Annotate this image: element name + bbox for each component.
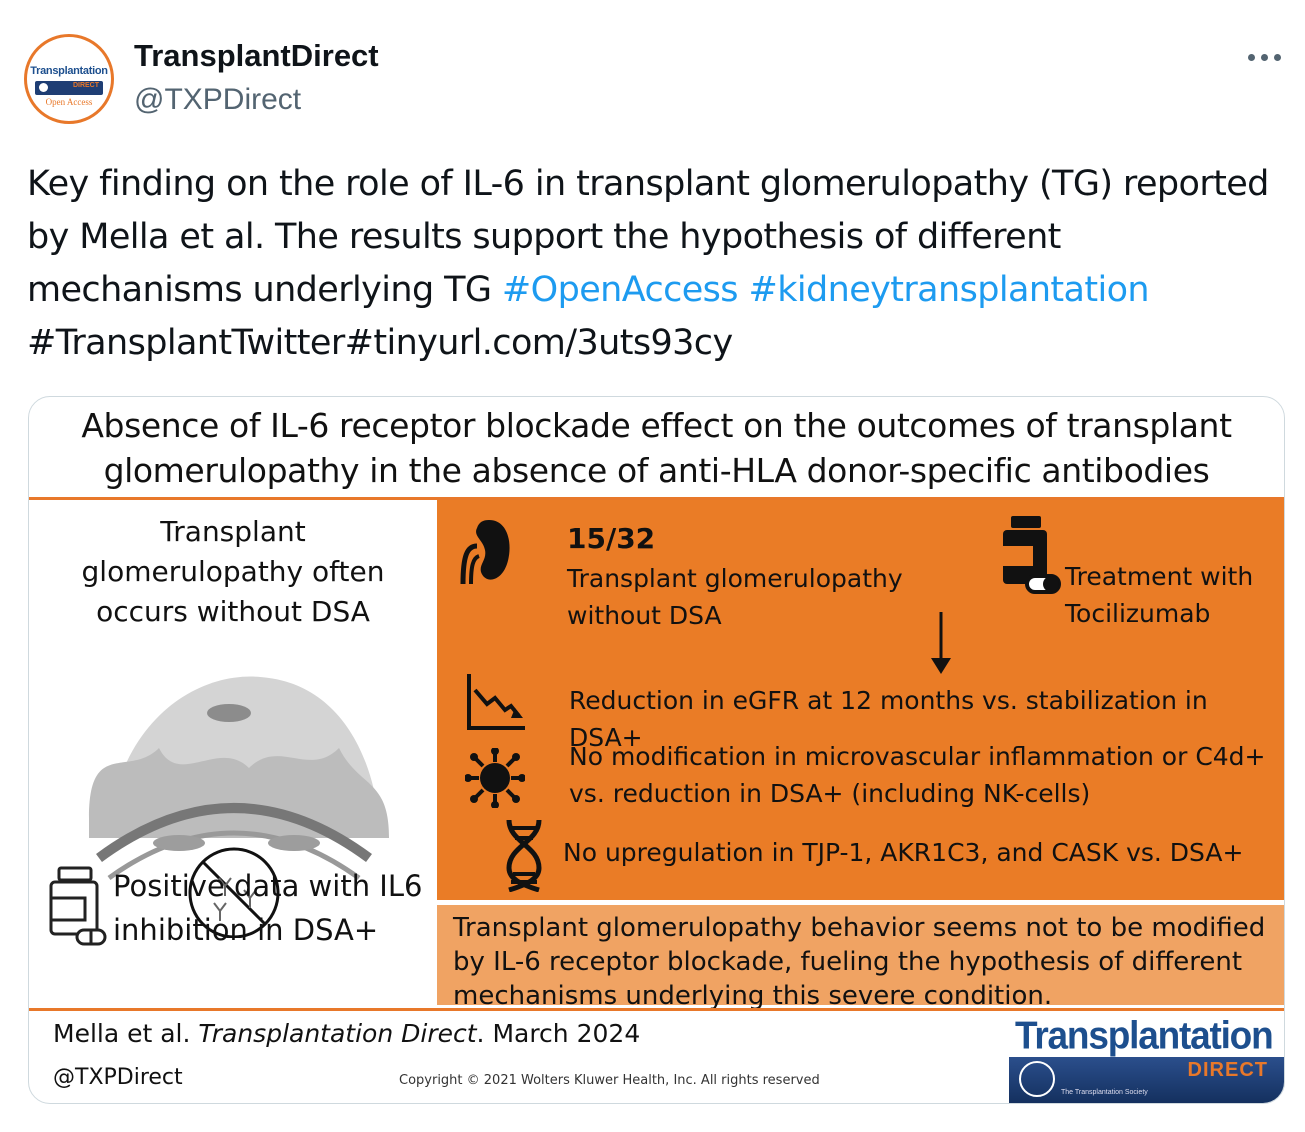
user-handle[interactable]: @TXPDirect [134,83,302,116]
findings-panel: 15/32 Transplant glomerulopathy without … [437,500,1284,900]
finding-inflammation: No modification in microvascular inflamm… [569,738,1266,812]
copyright-text: Copyright © 2021 Wolters Kluwer Health, … [399,1073,820,1088]
citation-handle: @TXPDirect [53,1065,183,1090]
journal-logo-wordmark: Transplantation [1015,1013,1274,1057]
tweet-media-image[interactable]: Absence of IL-6 receptor blockade effect… [28,396,1285,1104]
arrow-down-icon [931,612,951,674]
glomerulus-illustration-icon [89,676,389,938]
treatment-label: Treatment with Tocilizumab [1065,558,1253,632]
stat-label-line: without DSA [567,601,722,630]
citation-date: . March 2024 [476,1019,641,1048]
medicine-bottle-icon [1003,516,1061,594]
stat-label: Transplant glomerulopathy without DSA [567,560,903,634]
left-panel-note-line: Positive data with IL6 [113,869,423,903]
more-horizontal-icon [1261,54,1268,61]
tweet-text-line: by Mella et al. The results support the … [27,217,1061,257]
conclusion-text: Transplant glomerulopathy behavior seems… [453,911,1273,1013]
stat-value: 15/32 [567,522,656,555]
left-panel-title-line: Transplant [160,515,306,548]
finding-genes: No upregulation in TJP-1, AKR1C3, and CA… [563,838,1244,867]
avatar-seal-icon [39,83,48,92]
avatar-band-text: DIRECT [72,82,99,89]
divider [29,497,1284,500]
avatar[interactable]: Transplantation DIRECT Open Access [24,34,114,124]
left-panel-title-line: occurs without DSA [96,595,370,628]
conclusion-line: mechanisms underlying this severe condit… [453,981,1053,1011]
conclusion-panel: Transplant glomerulopathy behavior seems… [437,905,1284,1011]
more-horizontal-icon [1248,54,1255,61]
finding-inflammation-line: vs. reduction in DSA+ (including NK-cell… [569,779,1091,808]
tweet-text-line: Key finding on the role of IL-6 in trans… [27,164,1269,204]
hashtag-openaccess-link[interactable]: #OpenAccess [501,270,739,310]
display-name[interactable]: TransplantDirect [134,38,379,73]
infographic-title-line: Absence of IL-6 receptor blockade effect… [81,406,1232,445]
conclusion-line: by IL-6 receptor blockade, fueling the h… [453,947,1243,977]
citation: Mella et al. Transplantation Direct. Mar… [53,1019,640,1048]
left-panel-note: Positive data with IL6 inhibition in DSA… [113,864,433,952]
infographic-title: Absence of IL-6 receptor blockade effect… [29,403,1284,493]
tweet-text: Key finding on the role of IL-6 in trans… [27,158,1289,370]
journal-logo-society: The Transplantation Society [1061,1089,1148,1096]
citation-journal: Transplantation Direct [198,1019,477,1048]
virus-icon [465,748,525,808]
tweet-text-line: mechanisms underlying TG #OpenAccess #ki… [27,264,1289,317]
dna-icon [506,819,542,892]
avatar-bottom-text: Open Access [45,97,93,107]
avatar-band: DIRECT [35,81,103,95]
citation-authors: Mella et al. [53,1019,199,1048]
infographic-title-line: glomerulopathy in the absence of anti-HL… [103,451,1210,490]
left-panel: Transplant glomerulopathy often occurs w… [29,500,437,1005]
left-panel-title-line: glomerulopathy often [81,555,385,588]
left-panel-title: Transplant glomerulopathy often occurs w… [29,512,437,632]
finding-inflammation-line: No modification in microvascular inflamm… [569,742,1266,771]
more-horizontal-icon [1274,54,1281,61]
conclusion-line: Transplant glomerulopathy behavior seems… [453,913,1266,943]
left-panel-note-line: inhibition in DSA+ [113,913,379,947]
more-options-button[interactable] [1240,40,1288,74]
declining-chart-icon [467,674,525,730]
treatment-label-line: Tocilizumab [1065,599,1211,628]
tweet-text-line: #TransplantTwitter#tinyurl.com/3uts93cy [27,323,733,363]
avatar-top-text: Transplantation [30,65,108,77]
journal-logo-direct: DIRECT [1187,1059,1268,1081]
stat-label-line: Transplant glomerulopathy [567,564,903,593]
treatment-label-line: Treatment with [1065,562,1254,591]
hashtag-kidneytransplantation-link[interactable]: #kidneytransplantation [748,270,1150,310]
kidney-icon [460,520,510,585]
medicine-bottle-icon [49,866,107,946]
divider [29,1008,1284,1011]
society-seal-icon [1019,1061,1055,1097]
finding-egfr: Reduction in eGFR at 12 months vs. stabi… [569,686,1208,752]
journal-logo-band: DIRECT The Transplantation Society [1009,1057,1284,1103]
tweet-text-segment: mechanisms underlying TG [27,270,502,310]
